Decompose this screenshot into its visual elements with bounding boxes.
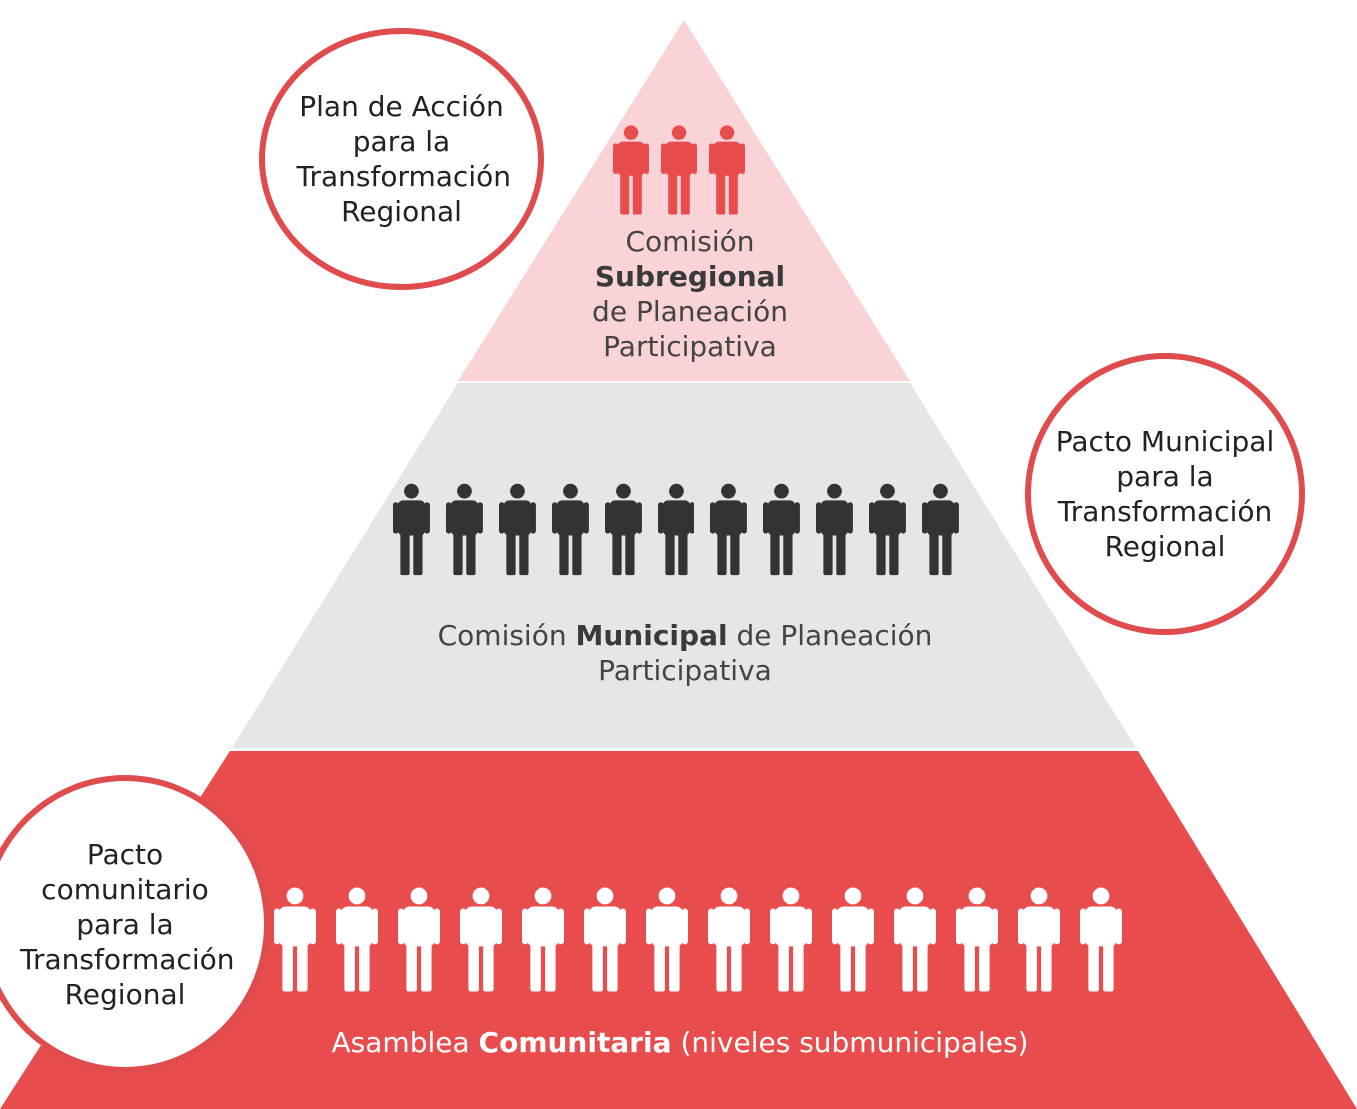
tier-bottom-bold: Comunitaria [478,1026,672,1059]
people-row-top [613,122,757,217]
person-icon [646,887,688,992]
person-icon [832,887,874,992]
person-icon [498,483,536,576]
person-icon [869,483,907,576]
tier-top-label: Comisión Subregional de Planeación Parti… [540,224,840,364]
tier-top-bold: Subregional [594,260,786,293]
circle-plan-text: Plan de Acción para la Transformación Re… [296,90,511,228]
person-icon [657,483,695,576]
circle-pacto-municipal: Pacto Municipal para la Transformación R… [1025,353,1305,635]
person-icon [522,887,564,992]
tier-middle-bold: Municipal [575,619,728,652]
circle-plan-accion: Plan de Acción para la Transformación Re… [259,28,544,290]
person-icon [274,887,316,992]
person-icon [551,483,589,576]
person-icon [1080,887,1122,992]
circle-comunitario-text: Pacto comunitario para la Transformación… [20,837,235,1011]
person-icon [661,125,697,215]
person-icon [922,483,959,576]
person-icon [336,887,378,992]
tier-bottom-post: (niveles submunicipales) [671,1026,1029,1059]
circle-pacto-comunitario: Pacto comunitario para la Transformación… [0,775,270,1073]
person-icon [460,887,502,992]
tier-top-post: de Planeación Participativa [592,295,788,363]
person-icon [710,483,748,576]
person-icon [398,887,440,992]
tier-bottom-label: Asamblea Comunitaria (niveles submunicip… [255,1025,1105,1060]
person-icon [584,887,626,992]
person-icon [816,483,854,576]
person-icon [445,483,483,576]
tier-bottom-pre: Asamblea [331,1026,479,1059]
people-row-bottom [274,880,1142,998]
tier-middle-pre: Comisión [437,619,576,652]
tier-middle-post: de Planeación Participativa [598,619,933,687]
person-icon [393,483,430,576]
circle-municipal-text: Pacto Municipal para la Transformación R… [1055,425,1275,563]
person-icon [894,887,936,992]
tier-top-pre: Comisión [625,225,755,258]
person-icon [708,887,750,992]
tier-middle-label: Comisión Municipal de Planeación Partici… [385,618,985,688]
person-icon [956,887,998,992]
people-row-middle [393,470,975,588]
person-icon [604,483,642,576]
person-icon [763,483,801,576]
person-icon [709,125,745,215]
person-icon [770,887,812,992]
person-icon [613,125,649,215]
person-icon [1018,887,1060,992]
